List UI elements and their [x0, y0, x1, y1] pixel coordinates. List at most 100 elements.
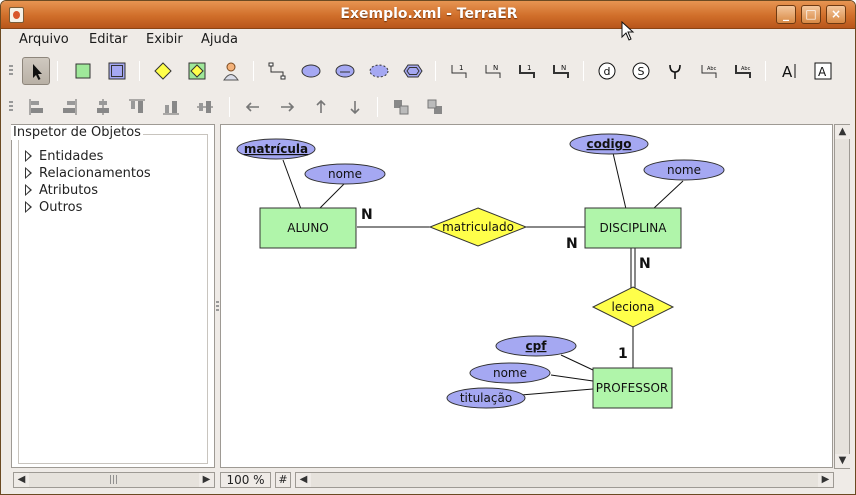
send-to-back-button[interactable]: [421, 93, 449, 121]
diagram-canvas[interactable]: ALUNO DISCIPLINA PROFESSOR matriculado l…: [220, 124, 833, 468]
relationship-leciona[interactable]: leciona: [591, 286, 675, 328]
panel-splitter[interactable]: [216, 301, 219, 313]
connector-tool[interactable]: [263, 57, 291, 85]
cardinality-label[interactable]: N: [566, 236, 578, 252]
role-label-2-tool[interactable]: Abc: [729, 57, 757, 85]
key-attribute-tool[interactable]: [331, 57, 359, 85]
attribute-disciplina-nome[interactable]: nome: [643, 159, 725, 181]
entity-professor[interactable]: PROFESSOR: [592, 367, 673, 409]
grid-toggle-button[interactable]: #: [275, 472, 291, 488]
attribute-titulacao[interactable]: titulação: [446, 387, 526, 409]
cardinality-1-dashed-icon: 1: [519, 64, 535, 78]
role-label-tool[interactable]: Abc: [695, 57, 723, 85]
scroll-right-arrow-icon[interactable]: ▶: [199, 473, 214, 487]
bring-to-front-button[interactable]: [387, 93, 415, 121]
entity-disciplina[interactable]: DISCIPLINA: [584, 207, 682, 249]
align-right-button[interactable]: [55, 93, 83, 121]
align-top-icon: [129, 99, 145, 113]
discriminator-s-tool[interactable]: S: [627, 57, 655, 85]
cardinality-1-tool[interactable]: 1: [445, 57, 473, 85]
scroll-left-arrow-icon[interactable]: ◀: [14, 473, 29, 487]
arrow-right-icon: [281, 102, 295, 112]
pointer-tool[interactable]: [22, 57, 50, 85]
multivalued-attribute-icon: [403, 64, 423, 78]
canvas-status-bar: 100 % # ◀ ▶: [220, 472, 850, 489]
attribute-icon: [301, 64, 321, 78]
attribute-aluno-nome[interactable]: nome: [304, 163, 386, 185]
toolbar-grip[interactable]: [9, 65, 13, 77]
tree-item-entidades[interactable]: Entidades: [25, 149, 103, 164]
menu-exibir[interactable]: Exibir: [146, 32, 183, 47]
tree-item-atributos[interactable]: Atributos: [25, 183, 98, 198]
multivalued-attribute-tool[interactable]: [399, 57, 427, 85]
entity-tool[interactable]: [69, 57, 97, 85]
expand-arrow-icon[interactable]: [25, 150, 32, 162]
specialization-tool[interactable]: [217, 57, 245, 85]
attribute-matricula-key[interactable]: matrícula: [236, 138, 316, 160]
weak-entity-tool[interactable]: [103, 57, 131, 85]
menu-editar[interactable]: Editar: [89, 32, 128, 47]
svg-text:1: 1: [527, 64, 531, 72]
cardinality-1-double-tool[interactable]: 1: [513, 57, 541, 85]
menu-arquivo[interactable]: Arquivo: [19, 32, 69, 47]
cardinality-label[interactable]: N: [639, 256, 651, 272]
attribute-professor-nome[interactable]: nome: [469, 362, 551, 384]
union-tool[interactable]: [661, 57, 689, 85]
move-up-button[interactable]: [307, 93, 335, 121]
tree-item-outros[interactable]: Outros: [25, 200, 82, 215]
align-center-button[interactable]: [89, 93, 117, 121]
key-attribute-icon: [335, 64, 355, 78]
relationship-tool[interactable]: [149, 57, 177, 85]
text-box-tool[interactable]: A: [809, 57, 837, 85]
scroll-left-arrow-icon[interactable]: ◀: [296, 473, 311, 487]
menu-ajuda[interactable]: Ajuda: [201, 32, 238, 47]
canvas-vertical-scrollbar[interactable]: ▲ ▼: [834, 124, 850, 469]
svg-text:codigo: codigo: [587, 137, 632, 151]
derived-attribute-tool[interactable]: [365, 57, 393, 85]
close-button[interactable]: ×: [826, 5, 846, 24]
zoom-level[interactable]: 100 %: [220, 472, 271, 488]
attribute-cpf-key[interactable]: cpf: [495, 335, 577, 357]
align-left-button[interactable]: [23, 93, 51, 121]
move-left-button[interactable]: [239, 93, 267, 121]
svg-text:nome: nome: [493, 366, 527, 380]
scroll-up-arrow-icon[interactable]: ▲: [835, 125, 850, 139]
app-icon[interactable]: [9, 7, 24, 23]
align-top-button[interactable]: [123, 93, 151, 121]
inspector-horizontal-scrollbar[interactable]: ◀ ||| ▶: [13, 472, 215, 488]
minimize-button[interactable]: _: [776, 5, 796, 24]
attribute-tool[interactable]: [297, 57, 325, 85]
align-middle-button[interactable]: [191, 93, 219, 121]
scroll-thumb-grip[interactable]: |||: [109, 475, 119, 485]
expand-arrow-icon[interactable]: [25, 167, 32, 179]
mouse-cursor-icon: [621, 21, 635, 41]
relationship-matriculado[interactable]: matriculado: [428, 207, 528, 247]
align-left-icon: [29, 99, 43, 115]
toolbar-grip-2[interactable]: [9, 101, 13, 113]
attribute-codigo-key[interactable]: codigo: [569, 133, 649, 155]
scroll-right-arrow-icon[interactable]: ▶: [818, 473, 833, 487]
move-right-button[interactable]: [273, 93, 301, 121]
tree-item-relacionamentos[interactable]: Relacionamentos: [25, 166, 151, 181]
canvas-horizontal-scrollbar[interactable]: ◀ ▶: [295, 472, 834, 488]
svg-text:matriculado: matriculado: [442, 220, 514, 234]
cardinality-label[interactable]: N: [361, 207, 373, 223]
associative-entity-tool[interactable]: [183, 57, 211, 85]
align-bottom-button[interactable]: [157, 93, 185, 121]
expand-arrow-icon[interactable]: [25, 184, 32, 196]
cardinality-n-double-tool[interactable]: N: [547, 57, 575, 85]
entity-aluno[interactable]: ALUNO: [259, 207, 357, 249]
expand-arrow-icon[interactable]: [25, 201, 32, 213]
arrow-up-icon: [316, 99, 326, 113]
send-back-icon: [427, 99, 442, 114]
discriminator-d-tool[interactable]: d: [593, 57, 621, 85]
cardinality-label[interactable]: 1: [618, 346, 628, 362]
scroll-down-arrow-icon[interactable]: ▼: [835, 454, 850, 468]
maximize-button[interactable]: □: [801, 5, 821, 24]
move-down-button[interactable]: [341, 93, 369, 121]
svg-text:Abc: Abc: [707, 66, 717, 72]
cardinality-n-icon: N: [485, 64, 501, 78]
text-tool[interactable]: A: [775, 57, 803, 85]
cardinality-n-tool[interactable]: N: [479, 57, 507, 85]
svg-text:matrícula: matrícula: [244, 142, 308, 156]
